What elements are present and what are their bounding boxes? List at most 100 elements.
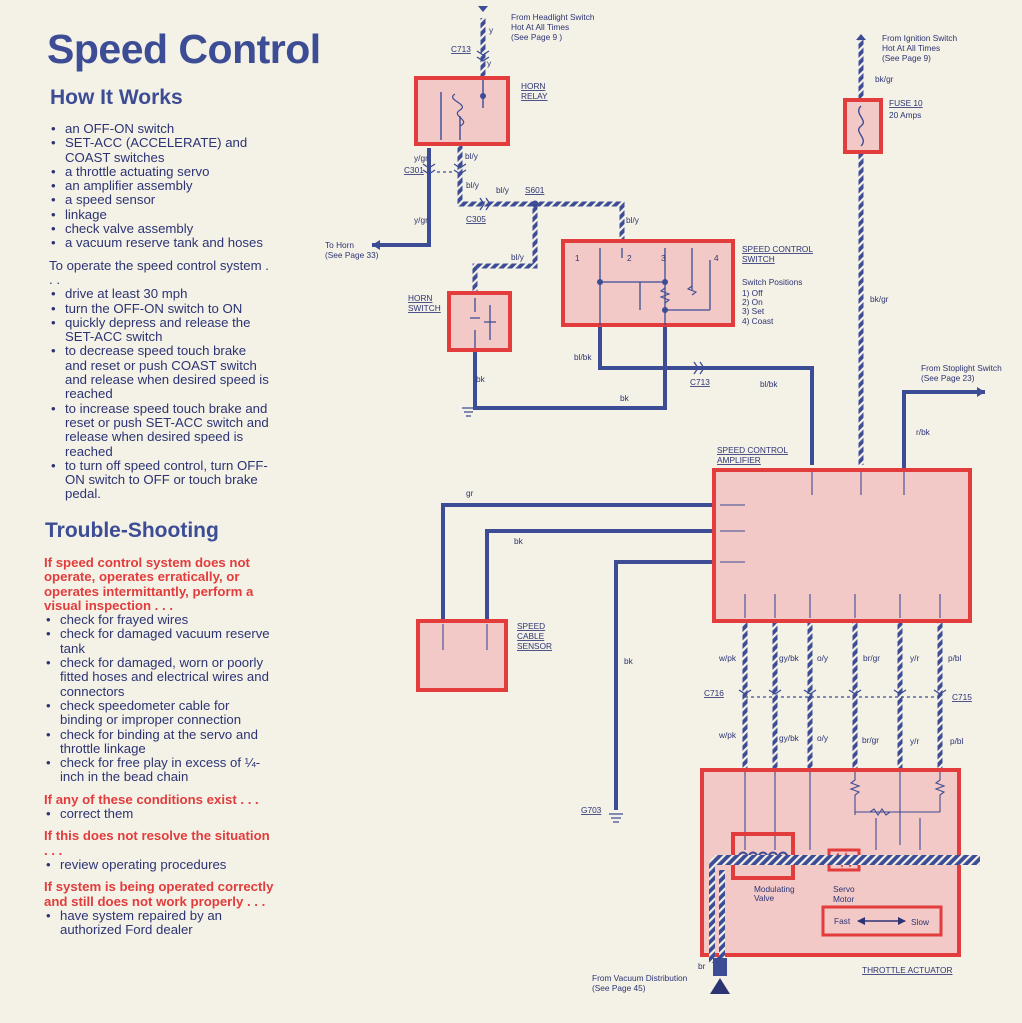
wire-rbk xyxy=(902,390,985,468)
wire-label-y-2: y xyxy=(487,58,492,68)
horn-relay-label-2: RELAY xyxy=(521,91,548,101)
ignition-note-2: Hot At All Times xyxy=(882,43,940,53)
switch-position-3: 3) Set xyxy=(742,306,765,316)
wire-label-bk-3: bk xyxy=(514,536,524,546)
vacuum-fitting xyxy=(710,978,730,994)
amplifier-label-2: AMPLIFIER xyxy=(717,455,761,465)
stoplight-arrow xyxy=(977,387,985,397)
c305-mark xyxy=(479,197,491,211)
wire-label-gybk-2: gy/bk xyxy=(779,733,800,743)
switch-label-2: SWITCH xyxy=(742,254,775,264)
wire-label-bk-4: bk xyxy=(624,656,634,666)
component-item: an OFF-ON switch xyxy=(49,121,271,136)
check-item: check for binding at the servo and throt… xyxy=(44,727,274,757)
headlight-note-1: From Headlight Switch xyxy=(511,12,595,22)
action-3: review operating procedures xyxy=(44,857,274,872)
speed-control-amplifier xyxy=(712,468,972,623)
amplifier-label-1: SPEED CONTROL xyxy=(717,445,788,455)
condition-2: If any of these conditions exist . . . xyxy=(44,791,259,807)
wire-label-oy-1: o/y xyxy=(817,653,829,663)
wire-label-y-1: y xyxy=(489,25,494,35)
stoplight-note-2: (See Page 23) xyxy=(921,373,975,383)
wire-label-bkgr-1: bk/gr xyxy=(875,74,894,84)
wire-label-rbk: r/bk xyxy=(916,427,931,437)
check-list: check for frayed wirescheck for damaged … xyxy=(44,612,274,785)
operate-step-item: to turn off speed control, turn OFF-ON s… xyxy=(49,458,271,502)
operate-intro: To operate the speed control system . . … xyxy=(49,257,269,287)
wire-label-yr-2: y/r xyxy=(910,736,919,746)
component-item: an amplifier assembly xyxy=(49,178,271,193)
action-2: correct them xyxy=(44,806,274,821)
wire-gr xyxy=(441,503,712,622)
horn-switch-label-1: HORN xyxy=(408,293,432,303)
operate-step-item: drive at least 30 mph xyxy=(49,286,271,301)
component-list: an OFF-ON switchSET-ACC (ACCELERATE) and… xyxy=(49,121,271,251)
wire-label-bly-1: bl/y xyxy=(465,151,479,161)
ignition-note-3: (See Page 9) xyxy=(882,53,931,63)
wire-label-gybk-1: gy/bk xyxy=(779,653,800,663)
ignition-arrow xyxy=(856,34,866,40)
wire-ygr-horn xyxy=(372,148,431,247)
check-item: check for frayed wires xyxy=(44,612,274,627)
solid-wires xyxy=(372,148,985,810)
horn-relay-label-1: HORN xyxy=(521,81,545,91)
operate-steps: drive at least 30 mphturn the OFF-ON swi… xyxy=(49,286,271,502)
wire-label-br: br xyxy=(698,961,706,971)
horn-arrow xyxy=(372,240,380,250)
s601-label: S601 xyxy=(525,185,545,195)
trouble-block: If speed control system does not operate… xyxy=(44,555,274,938)
vacuum-note-1: From Vacuum Distribution xyxy=(592,973,688,983)
wire-label-bly-2: bl/y xyxy=(466,180,480,190)
wire-label-ygr-1: y/gr xyxy=(414,153,428,163)
c713b-mark xyxy=(693,361,705,375)
wire-label-bly-3: bl/y xyxy=(496,185,510,195)
fuse-rating: 20 Amps xyxy=(889,110,921,120)
sensor-label-1: SPEED xyxy=(517,621,545,631)
wire-bly-horn xyxy=(472,204,538,293)
component-item: linkage xyxy=(49,207,271,222)
speed-control-switch xyxy=(561,239,735,327)
switch-position-1: 1) Off xyxy=(742,288,763,298)
wire-label-blbk-1: bl/bk xyxy=(574,352,592,362)
wire-label-wpk-1: w/pk xyxy=(718,653,737,663)
text-column: Speed Control How It Works an OFF-ON swi… xyxy=(0,0,321,1023)
stoplight-note-1: From Stoplight Switch xyxy=(921,363,1002,373)
c716-c715-mark xyxy=(738,689,947,695)
wire-label-oy-2: o/y xyxy=(817,733,829,743)
wire-label-pbl-1: p/bl xyxy=(948,653,962,663)
trouble-heading: Trouble-Shooting xyxy=(45,519,219,542)
component-item: a speed sensor xyxy=(49,193,271,208)
speed-cable-sensor xyxy=(416,619,508,692)
check-item: check speedometer cable for binding or i… xyxy=(44,698,274,728)
mod-valve-label-1: Modulating xyxy=(754,884,795,894)
headlight-note-2: Hot At All Times xyxy=(511,22,569,32)
switch-label-1: SPEED CONTROL xyxy=(742,244,813,254)
operate-step-item: to increase speed touch brake and reset … xyxy=(49,401,271,459)
action-4: have system repaired by an authorized Fo… xyxy=(44,908,274,938)
horn-note-1: To Horn xyxy=(325,240,354,250)
terminal-2: 2 xyxy=(627,253,632,263)
wire-label-wpk-2: w/pk xyxy=(718,730,737,740)
wire-label-gr: gr xyxy=(466,488,474,498)
wire-label-bk-1: bk xyxy=(476,374,486,384)
fast-label: Fast xyxy=(834,916,851,926)
operate-step-item: turn the OFF-ON switch to ON xyxy=(49,301,271,316)
how-heading: How It Works xyxy=(50,86,183,109)
component-item: a throttle actuating servo xyxy=(49,164,271,179)
c305-label: C305 xyxy=(466,214,486,224)
headlight-arrow xyxy=(478,6,488,12)
c713a-label: C713 xyxy=(451,44,471,54)
terminal-3: 3 xyxy=(661,253,666,263)
throttle-actuator xyxy=(700,768,980,963)
servo-label-2: Motor xyxy=(833,894,854,904)
wire-label-bk-2: bk xyxy=(620,393,630,403)
horn-note-2: (See Page 33) xyxy=(325,250,379,260)
vacuum-port xyxy=(713,958,727,976)
actuator-label: THROTTLE ACTUATOR xyxy=(862,965,953,975)
c715-label: C715 xyxy=(952,692,972,702)
page-title: Speed Control xyxy=(47,26,321,72)
s601-splice xyxy=(531,200,539,208)
wire-bk-ground xyxy=(473,312,667,410)
ignition-note-1: From Ignition Switch xyxy=(882,33,958,43)
connector-marks xyxy=(422,50,947,698)
